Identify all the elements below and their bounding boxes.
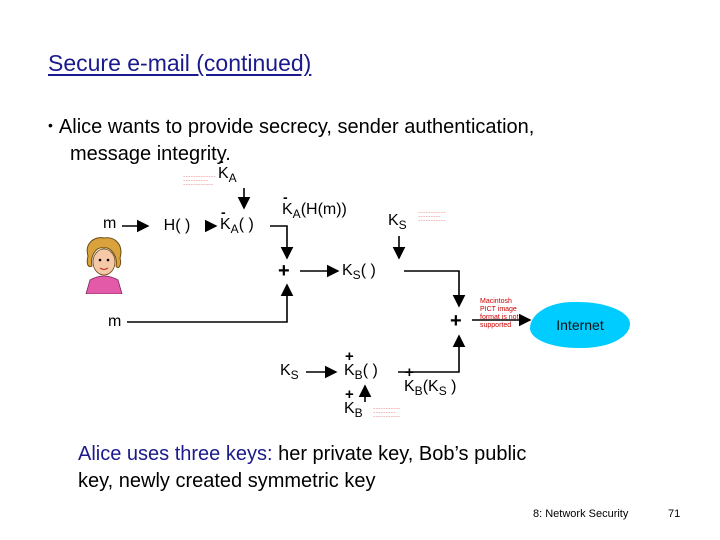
alice-private-key-label: -KA bbox=[218, 153, 237, 185]
key-image-placeholder: ~~~~~~~~~~~~~~~~~~~~~~~~~~~~~~~~~~~ bbox=[183, 174, 216, 186]
bullet-line-1: Alice wants to provide secrecy, sender a… bbox=[58, 116, 535, 138]
symmetric-key-label: KS bbox=[388, 212, 407, 232]
concatenate-plus-1: + bbox=[278, 260, 290, 282]
bullet-text: • Alice wants to provide secrecy, sender … bbox=[48, 112, 534, 168]
key-image-placeholder: ~~~~~~~~~~~~~~~~~~~~~~~~~~~~~~~ bbox=[373, 406, 401, 418]
internet-cloud: Internet bbox=[530, 302, 630, 348]
alice-avatar bbox=[85, 237, 123, 294]
bob-public-key-label: +KB bbox=[344, 386, 363, 420]
concatenate-plus-2: + bbox=[450, 310, 462, 332]
arrow-signed-to-plus bbox=[270, 225, 294, 260]
caption-line-1-rest: her private key, Bob’s public bbox=[272, 443, 527, 465]
caption-highlight: Alice uses three keys: bbox=[78, 443, 273, 465]
key-image-placeholder: ~~~~~~~~~~~~~~~~~~~~~~~~~~~~~~~ bbox=[418, 210, 446, 222]
caption-line-2: key, newly created symmetric key bbox=[78, 470, 376, 492]
bob-public-key-function: +KB( ) bbox=[344, 348, 378, 382]
arrow-kb-to-plus2 bbox=[398, 334, 466, 373]
bullet-dot: • bbox=[48, 117, 53, 133]
symmetric-key-function: KS( ) bbox=[342, 262, 376, 282]
arrow-m-to-plus bbox=[127, 283, 294, 323]
message-m-top: m bbox=[103, 215, 117, 232]
footer-text: 8: Network Security bbox=[533, 508, 629, 520]
caption-text: Alice uses three keys: her private key, … bbox=[78, 441, 526, 495]
signed-hash-label: -KA(H(m)) bbox=[282, 189, 347, 221]
slide-title: Secure e-mail (continued) bbox=[48, 50, 312, 76]
message-m-bottom: m bbox=[108, 313, 122, 330]
hash-function-box: H( ) bbox=[163, 217, 191, 234]
bullet-line-2: message integrity. bbox=[70, 143, 231, 165]
alice-private-key-function: -KA( ) bbox=[220, 204, 254, 236]
symmetric-key-bottom: KS bbox=[280, 362, 299, 382]
encrypted-symmetric-key-label: +KB(KS ) bbox=[404, 364, 457, 398]
page-number: 71 bbox=[668, 508, 681, 520]
arrow-ks-to-plus2 bbox=[404, 270, 466, 308]
pict-image-placeholder: Macintosh PICT image format is not suppo… bbox=[480, 298, 519, 329]
